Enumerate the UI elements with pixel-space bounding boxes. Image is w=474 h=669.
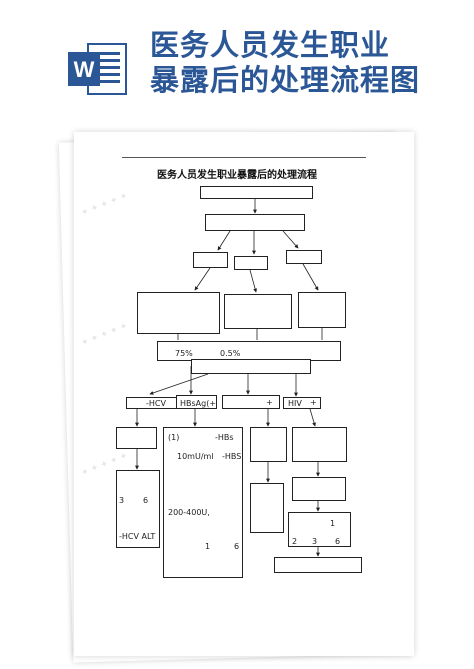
svg-text:W: W bbox=[74, 57, 95, 82]
flow-box-hcv-followup bbox=[116, 470, 160, 548]
word-document-icon: W bbox=[66, 38, 130, 100]
step-one-label: (1) bbox=[168, 433, 180, 442]
flow-box-hiv-eval bbox=[292, 477, 346, 501]
header: W 医务人员发生职业 暴露后的处理流程图 bbox=[0, 0, 474, 110]
title-line-2: 暴露后的处理流程图 bbox=[150, 63, 421, 97]
rate-05-label: 0.5% bbox=[220, 349, 241, 358]
num-1-label: 1 bbox=[205, 542, 211, 551]
flow-box-l4-right bbox=[298, 292, 346, 328]
rate-75-label: 75% bbox=[175, 349, 193, 358]
title-line-1: 医务人员发生职业 bbox=[150, 28, 391, 62]
ten-mu-label: 10mU/ml bbox=[177, 452, 214, 461]
hiv-label: HIV bbox=[288, 399, 302, 408]
hiv-plus-label: + bbox=[310, 398, 317, 407]
left-6-label: 6 bbox=[143, 496, 149, 505]
right-1-label: 1 bbox=[330, 519, 336, 528]
flow-box-l4-mid bbox=[224, 294, 292, 329]
right-2-label: 2 bbox=[292, 537, 298, 546]
flow-box-hcv-step bbox=[116, 427, 157, 449]
flow-box-hiv-followup bbox=[288, 512, 351, 547]
num-6-label: 6 bbox=[234, 542, 240, 551]
flow-box-plus-step bbox=[250, 427, 287, 462]
flow-box-l3-right bbox=[286, 250, 322, 264]
flow-box-l4-left bbox=[137, 292, 220, 334]
right-6-label: 6 bbox=[335, 537, 341, 546]
left-3-label: 3 bbox=[119, 496, 125, 505]
dose-range-label: 200-400U, bbox=[168, 508, 210, 517]
plus-label: + bbox=[266, 398, 273, 407]
flow-box-l3-left bbox=[193, 252, 228, 268]
flow-box-level2 bbox=[205, 214, 305, 231]
hcv-label: -HCV bbox=[146, 399, 166, 408]
page-title: 医务人员发生职业 暴露后的处理流程图 bbox=[150, 28, 460, 98]
right-3-label: 3 bbox=[312, 537, 318, 546]
flow-box-plus-followup bbox=[250, 483, 284, 533]
hcv-alt-label: -HCV ALT bbox=[119, 532, 156, 541]
flow-box-hiv bbox=[283, 397, 321, 409]
flow-box-l3-mid bbox=[234, 256, 268, 270]
flow-box-bottom bbox=[274, 557, 362, 573]
document-title: 医务人员发生职业暴露后的处理流程 bbox=[157, 170, 317, 181]
hbs1-label: -HBs bbox=[215, 433, 234, 442]
flow-box-hbv-detail bbox=[163, 427, 243, 578]
flow-box-top bbox=[200, 186, 313, 199]
title-rule bbox=[122, 157, 366, 158]
flow-box-plus bbox=[222, 395, 280, 409]
flow-box-hbsag bbox=[176, 395, 217, 409]
flow-box-test bbox=[191, 359, 311, 374]
flow-box-hiv-step bbox=[292, 427, 347, 462]
hbs2-label: -HBS bbox=[222, 452, 242, 461]
hbsag-label: HBsAg(+ bbox=[180, 399, 217, 408]
